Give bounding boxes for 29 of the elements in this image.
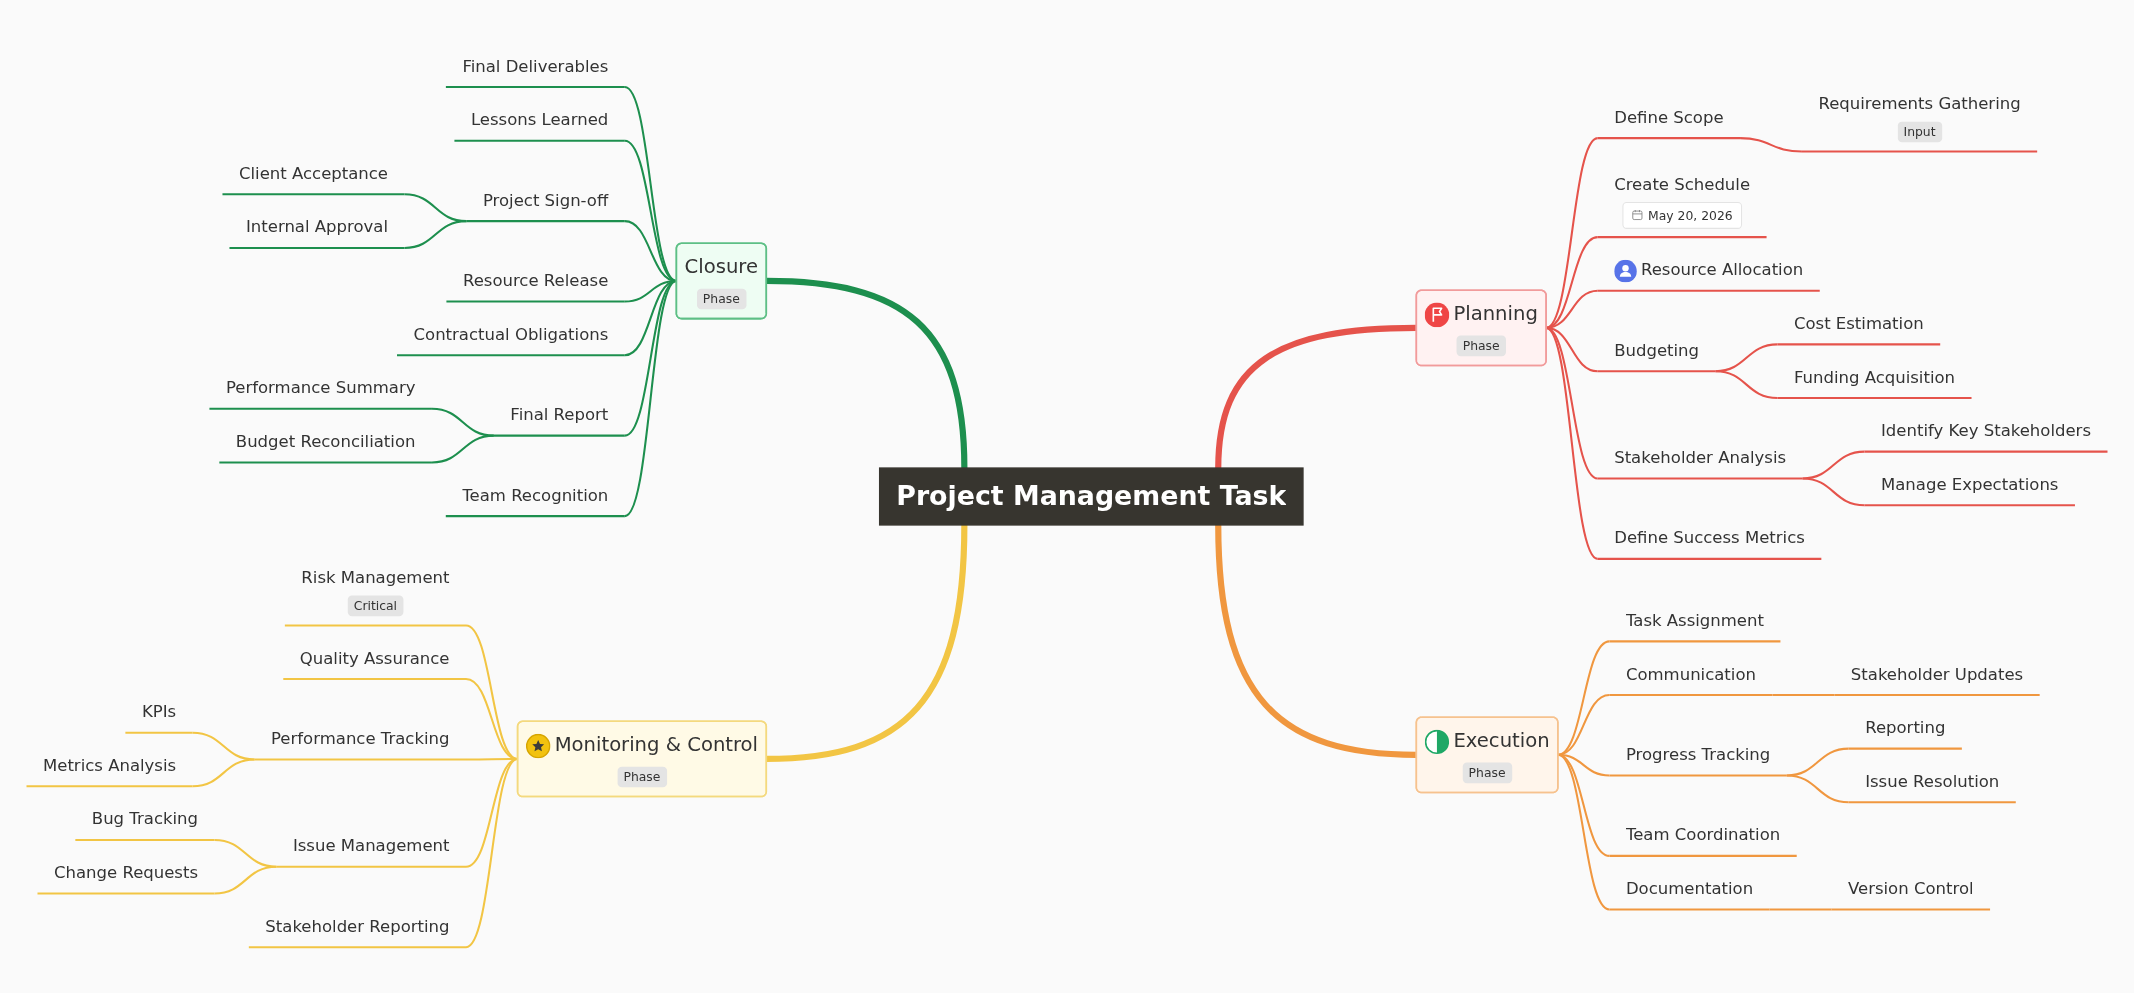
connector — [1786, 747, 1849, 777]
node-box: Project Management Task — [878, 467, 1304, 526]
connector — [214, 865, 277, 895]
connector — [465, 678, 518, 760]
connector — [766, 524, 968, 763]
connector — [1215, 324, 1417, 469]
connector — [1715, 370, 1778, 400]
connector — [1557, 640, 1610, 756]
connector — [1769, 908, 1832, 911]
connector — [465, 624, 518, 760]
connector — [1557, 694, 1610, 756]
connector — [1802, 477, 1865, 507]
connector — [766, 277, 968, 469]
connector — [624, 139, 677, 282]
connector — [431, 434, 494, 464]
connector — [404, 220, 467, 249]
connector — [192, 731, 255, 761]
connector — [192, 758, 255, 788]
connector — [624, 280, 677, 517]
connector — [1802, 450, 1865, 480]
connector — [624, 280, 677, 437]
connector — [1740, 137, 1802, 153]
connector — [1772, 694, 1835, 697]
connector — [1557, 753, 1610, 911]
connector — [431, 407, 494, 437]
connector — [1215, 524, 1417, 758]
connector — [624, 279, 677, 357]
connector — [624, 86, 677, 282]
connector — [1786, 774, 1849, 804]
